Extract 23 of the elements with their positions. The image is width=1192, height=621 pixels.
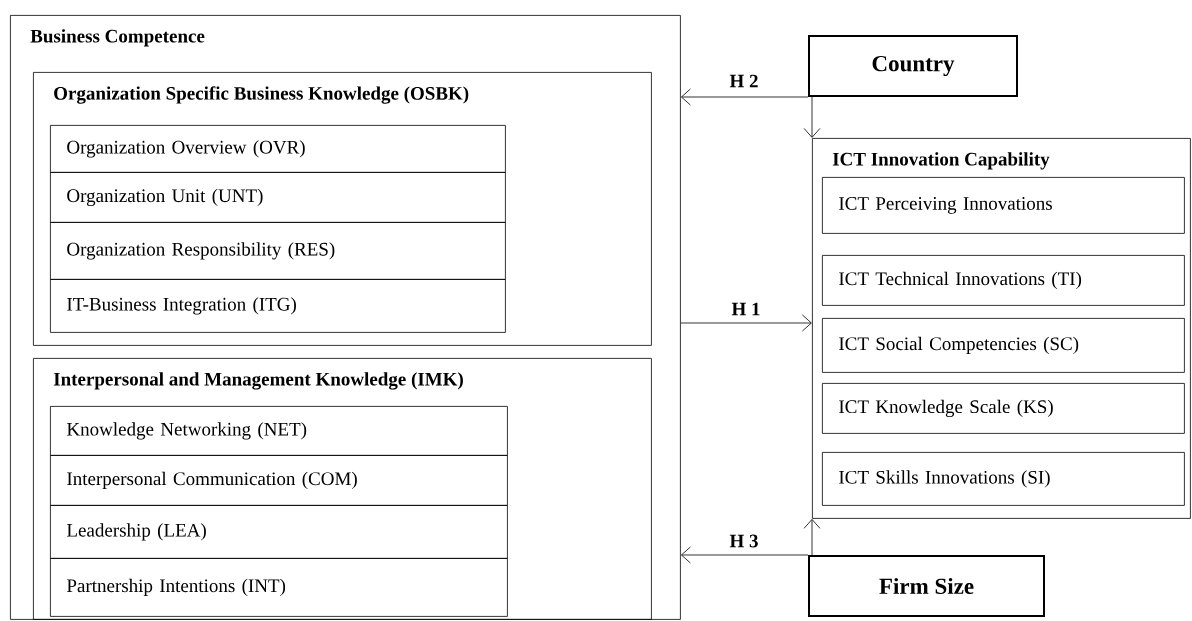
edge-label: H 1 <box>730 301 762 317</box>
item-box: Knowledge Networking (NET) <box>50 406 508 456</box>
item-box: Interpersonal Communication (COM) <box>50 455 508 506</box>
item-box: ICT Social Competencies (SC) <box>822 318 1185 373</box>
arrow <box>681 88 809 106</box>
factor-box: Country <box>808 35 1018 97</box>
item-box: ICT Knowledge Scale (KS) <box>822 383 1185 434</box>
arrow <box>803 519 821 556</box>
arrow <box>680 314 812 332</box>
edge-label: H 2 <box>728 73 760 89</box>
item-box: Leadership (LEA) <box>50 505 508 559</box>
item-box: IT-Business Integration (ITG) <box>50 279 506 333</box>
arrow <box>681 546 809 564</box>
item-box: ICT Perceiving Innovations <box>822 177 1185 234</box>
item-box: Partnership Intentions (INT) <box>50 558 508 617</box>
item-box: Organization Unit (UNT) <box>50 172 506 223</box>
item-box: ICT Technical Innovations (TI) <box>822 255 1185 306</box>
item-box: Organization Overview (OVR) <box>50 125 506 173</box>
edge-label: H 3 <box>728 533 760 549</box>
item-box: ICT Skills Innovations (SI) <box>822 452 1185 506</box>
arrow <box>803 96 821 138</box>
factor-box: Firm Size <box>808 555 1045 617</box>
item-box: Organization Responsibility (RES) <box>50 222 506 280</box>
